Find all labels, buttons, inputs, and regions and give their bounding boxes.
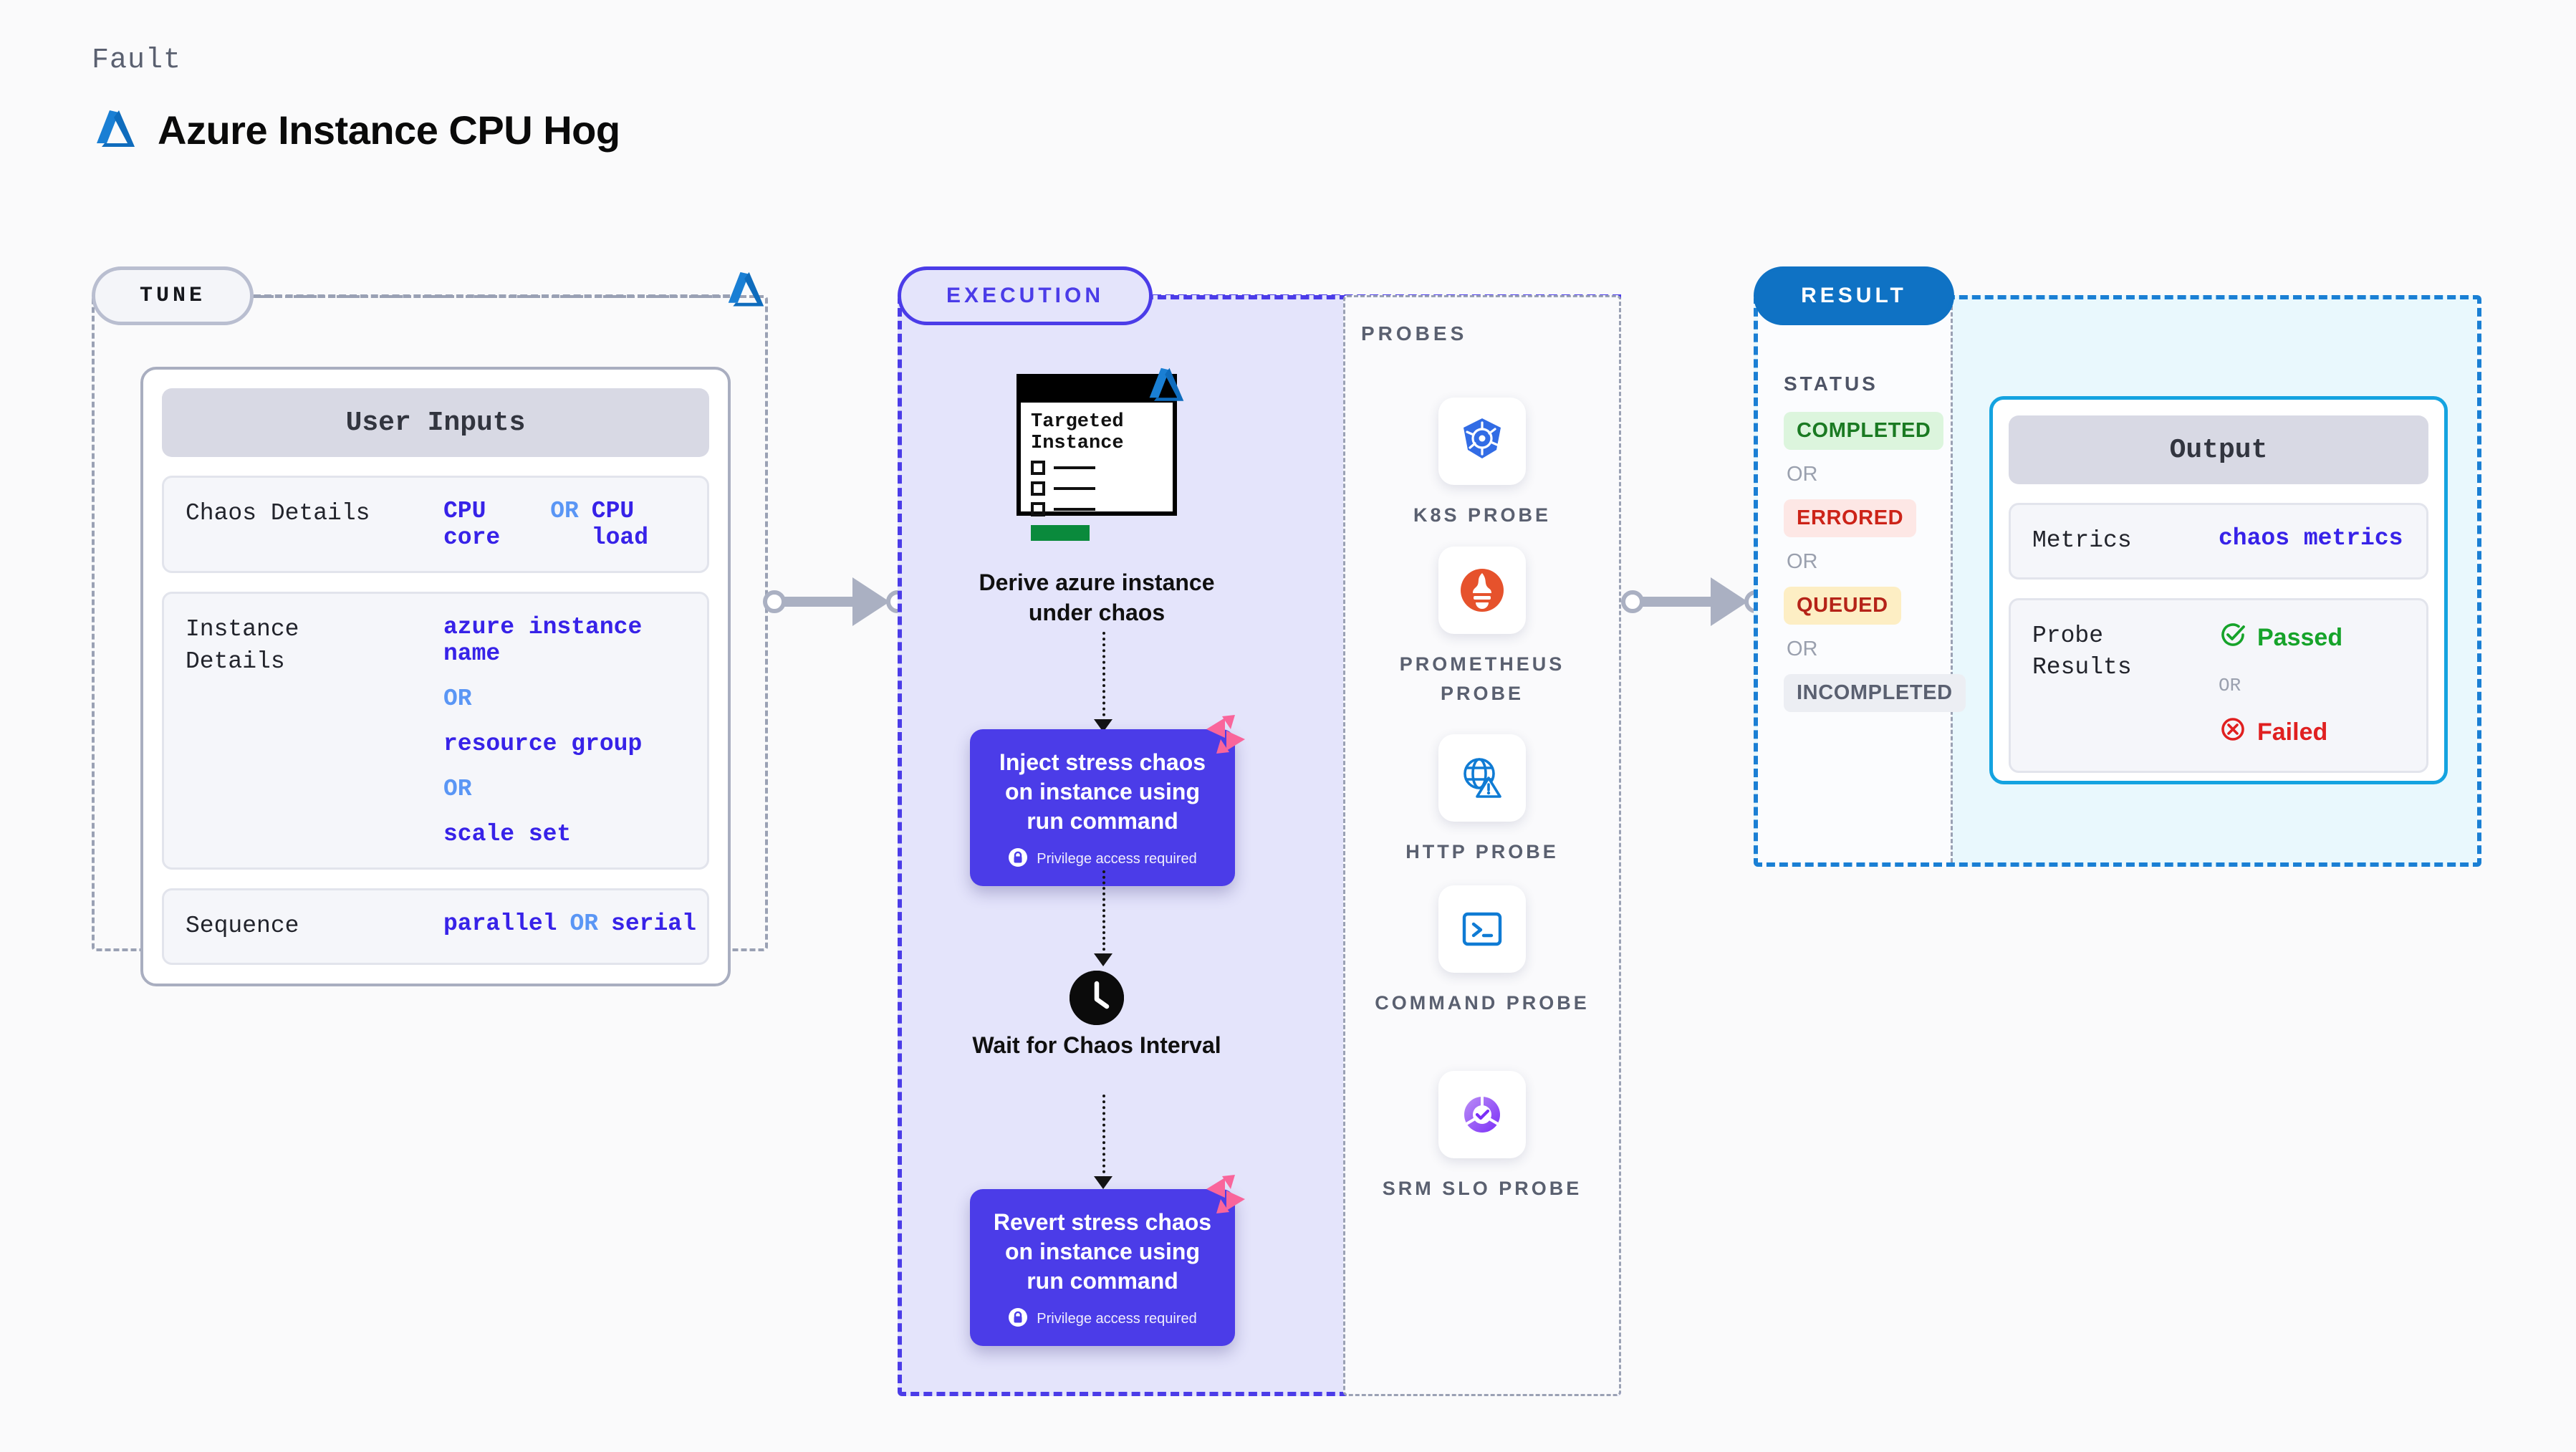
clock-icon <box>1070 971 1124 1025</box>
ribbon-icon <box>1203 1173 1248 1218</box>
wait-caption: Wait for Chaos Interval <box>972 1032 1221 1058</box>
result-badge[interactable]: RESULT <box>1754 266 1954 325</box>
terminal-icon <box>1438 885 1526 973</box>
probe-http[interactable]: HTTP PROBE <box>1375 734 1590 867</box>
probes-label: PROBES <box>1361 322 1468 345</box>
page-header: Fault Azure Instance CPU Hog <box>92 44 620 153</box>
checkbox-icon <box>1031 481 1045 496</box>
probe-label: K8S PROBE <box>1413 504 1552 526</box>
x-circle-icon <box>2219 715 2247 751</box>
privilege-note: Privilege access required <box>984 847 1221 872</box>
status-or: OR <box>1787 550 1818 573</box>
row-value: serial <box>611 910 696 937</box>
output-title: Output <box>2009 415 2428 484</box>
passed-label: Passed <box>2257 624 2343 652</box>
row-value: scale set <box>443 821 572 847</box>
row-or: OR <box>550 498 579 524</box>
probe-label: COMMAND PROBE <box>1375 992 1590 1014</box>
row-or: OR <box>443 686 472 712</box>
page-title: Azure Instance CPU Hog <box>158 107 620 153</box>
row-chaos-details: Chaos Details CPU core OR CPU load <box>162 476 709 573</box>
status-badge: COMPLETED <box>1784 412 1944 450</box>
execution-badge[interactable]: EXECUTION <box>898 266 1153 325</box>
derive-caption: Derive azure instance under chaos <box>979 569 1215 626</box>
status-badge: ERRORED <box>1784 499 1917 537</box>
probe-label: SRM SLO PROBE <box>1382 1178 1582 1199</box>
revert-card-title: Revert stress chaos on instance using ru… <box>993 1209 1212 1294</box>
row-key: Metrics <box>2032 527 2132 554</box>
row-value: resource group <box>443 731 643 757</box>
row-value: azure instance name <box>443 614 643 667</box>
probe-label: PROMETHEUS PROBE <box>1399 653 1565 704</box>
status-badge-stack: COMPLETED OR ERRORED OR QUEUED OR INCOMP… <box>1784 412 1966 712</box>
kubernetes-icon <box>1438 398 1526 485</box>
ribbon-icon <box>1203 713 1248 759</box>
flow-arrow-2 <box>1094 953 1112 966</box>
azure-logo-icon <box>92 109 139 152</box>
failed-label: Failed <box>2257 718 2328 746</box>
row-metrics: Metrics chaos metrics <box>2009 503 2428 580</box>
row-sequence: Sequence parallel OR serial <box>162 888 709 965</box>
row-key: Sequence <box>186 913 299 939</box>
title-row: Azure Instance CPU Hog <box>92 107 620 153</box>
probe-srm-slo[interactable]: SRM SLO PROBE <box>1375 1071 1590 1203</box>
inject-chaos-card[interactable]: Inject stress chaos on instance using ru… <box>970 715 1245 886</box>
probe-failed: Failed <box>2219 715 2342 751</box>
status-badge: INCOMPLETED <box>1784 674 1966 712</box>
flow-arrow-1 <box>1094 719 1112 732</box>
lock-icon <box>1008 847 1028 872</box>
flow-line-1 <box>1102 632 1105 722</box>
flow-arrow-3 <box>1094 1176 1112 1189</box>
prometheus-icon <box>1438 547 1526 634</box>
srm-slo-icon <box>1438 1071 1526 1158</box>
flow-line-3 <box>1102 1095 1105 1179</box>
result-inner-divider <box>1951 299 1953 862</box>
checkbox-icon <box>1031 502 1045 517</box>
probe-prometheus[interactable]: PROMETHEUS PROBE <box>1375 547 1590 708</box>
progress-bar <box>1031 525 1090 542</box>
privilege-text: Privilege access required <box>1037 1311 1197 1327</box>
http-globe-icon <box>1438 734 1526 822</box>
checkbox-icon <box>1031 461 1045 476</box>
row-value: parallel <box>443 910 557 937</box>
card-titlebar <box>1021 378 1173 403</box>
probe-command[interactable]: COMMAND PROBE <box>1375 885 1590 1018</box>
row-value: CPU core <box>443 498 501 551</box>
probe-k8s[interactable]: K8S PROBE <box>1375 398 1590 530</box>
row-or: OR <box>569 910 599 937</box>
user-inputs-title: User Inputs <box>162 388 709 457</box>
probe-label: HTTP PROBE <box>1405 841 1559 862</box>
tune-badge[interactable]: TUNE <box>92 266 254 325</box>
check-circle-icon <box>2219 620 2247 656</box>
row-key: Chaos Details <box>186 500 370 527</box>
revert-chaos-card[interactable]: Revert stress chaos on instance using ru… <box>970 1175 1245 1346</box>
targeted-instance-heading: Targeted Instance <box>1031 411 1124 455</box>
lock-icon <box>1008 1307 1028 1332</box>
inject-card-title: Inject stress chaos on instance using ru… <box>999 749 1206 834</box>
privilege-note: Privilege access required <box>984 1307 1221 1332</box>
status-or: OR <box>1787 463 1818 486</box>
flow-line-2 <box>1102 870 1105 956</box>
status-label: STATUS <box>1784 372 1878 395</box>
checklist-row <box>1031 481 1163 496</box>
azure-logo-icon-tune <box>724 271 768 311</box>
status-or: OR <box>1787 638 1818 660</box>
probe-or: OR <box>2219 674 2241 696</box>
row-value: chaos metrics <box>2219 525 2403 552</box>
azure-logo-icon-target <box>1145 367 1188 405</box>
row-or: OR <box>443 776 472 802</box>
checklist-row <box>1031 502 1163 517</box>
probe-passed: Passed <box>2219 620 2342 656</box>
row-value: CPU load <box>591 498 649 551</box>
eyebrow-label: Fault <box>92 44 182 77</box>
checklist-row <box>1031 461 1163 476</box>
user-inputs-card: User Inputs Chaos Details CPU core OR CP… <box>140 367 731 986</box>
status-badge: QUEUED <box>1784 587 1901 625</box>
privilege-text: Privilege access required <box>1037 851 1197 867</box>
